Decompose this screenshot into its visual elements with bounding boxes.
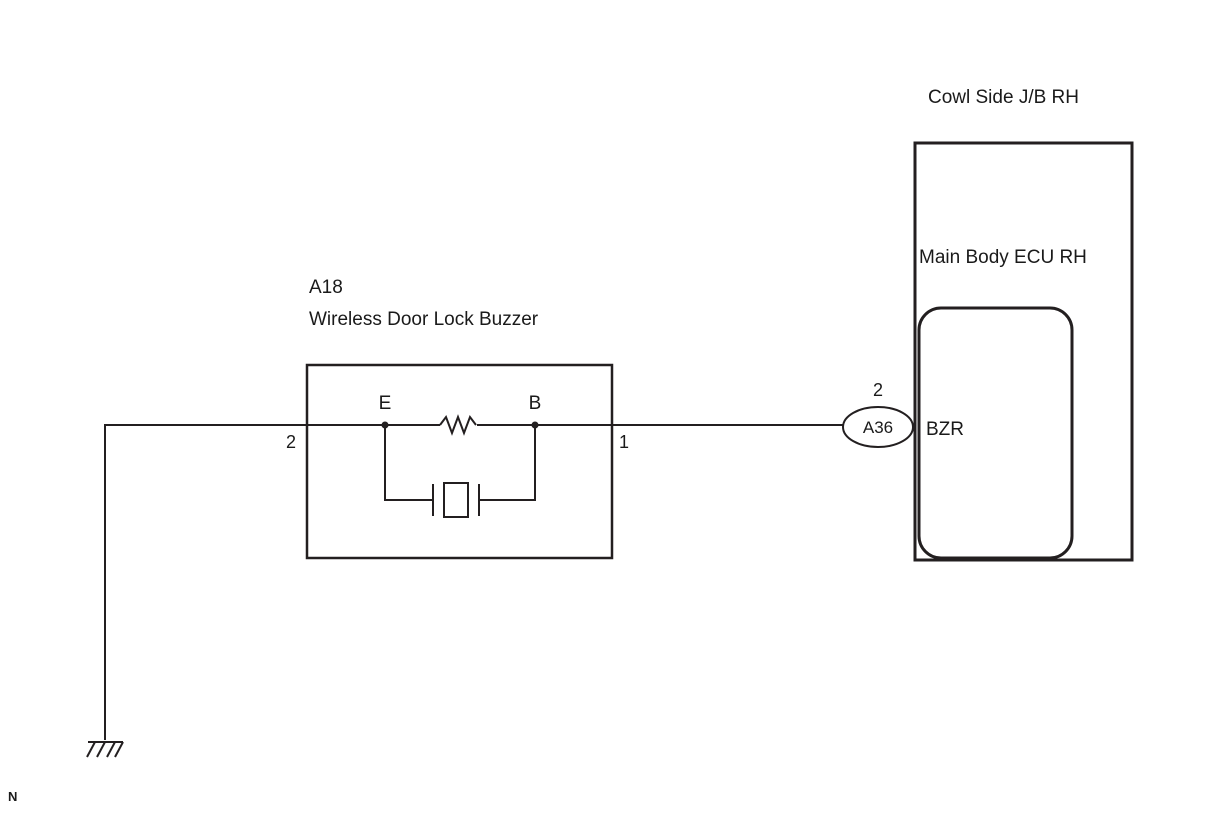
wire-ground-run [104, 424, 440, 740]
ecu-pin-label: BZR [926, 419, 964, 440]
ecu-inner-block [917, 306, 1074, 560]
junction-block-label: Cowl Side J/B RH [928, 87, 1079, 108]
connector-oval [842, 406, 914, 448]
ecu-box [913, 141, 1134, 562]
connector-id-label: A36 [862, 418, 894, 437]
resistor-symbol [439, 414, 477, 436]
terminal-b-label: B [528, 393, 542, 414]
corner-mark: N [8, 789, 18, 804]
component-name-label: Wireless Door Lock Buzzer [309, 309, 539, 330]
buzzer-box [305, 363, 614, 560]
pin-right-label: 1 [619, 432, 630, 452]
pin-left-label: 2 [285, 432, 296, 452]
connector-pin-label: 2 [872, 380, 883, 400]
piezo-symbol [384, 425, 536, 518]
ground-icon [86, 741, 124, 758]
ecu-label: Main Body ECU RH [919, 247, 1087, 268]
terminal-e-label: E [378, 393, 392, 414]
component-id-label: A18 [309, 277, 343, 298]
